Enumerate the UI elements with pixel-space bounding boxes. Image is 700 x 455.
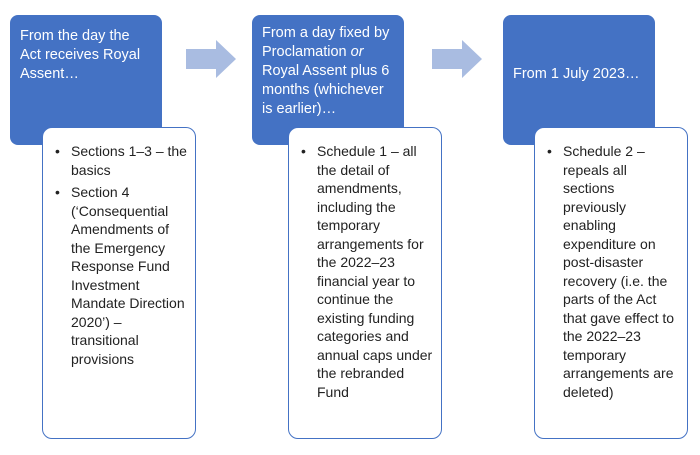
stage-3-bullet-1: Schedule 2 – repeals all sections previo…	[547, 142, 679, 401]
stage-2-panel: Schedule 1 – all the detail of amendment…	[288, 127, 442, 439]
stage-2-header-text-2: Royal Assent plus 6 months (whichever is…	[262, 63, 390, 117]
stage-1-header-text: From the day the Act receives Royal Asse…	[20, 28, 141, 82]
stage-3-panel: Schedule 2 – repeals all sections previo…	[534, 127, 688, 439]
stage-3-bullet-list: Schedule 2 – repeals all sections previo…	[547, 142, 679, 401]
stage-1-panel: Sections 1–3 – the basics Section 4 (‘Co…	[42, 127, 196, 439]
stage-1-bullet-2: Section 4 (‘Consequential Amendments of …	[55, 183, 187, 368]
stage-1-header: From the day the Act receives Royal Asse…	[10, 15, 162, 145]
stage-2-header-or: or	[350, 44, 364, 60]
stage-2-bullet-1: Schedule 1 – all the detail of amendment…	[301, 142, 433, 401]
stage-1-bullet-1: Sections 1–3 – the basics	[55, 142, 187, 179]
stage-2-bullet-list: Schedule 1 – all the detail of amendment…	[301, 142, 433, 401]
right-arrow-icon	[432, 40, 482, 78]
right-arrow-icon	[186, 40, 236, 78]
stage-2-header: From a day fixed by Proclamation or Roya…	[252, 15, 404, 145]
stage-1-bullet-list: Sections 1–3 – the basics Section 4 (‘Co…	[55, 142, 187, 368]
stage-2-header-text-1: From a day fixed by Proclamation	[262, 25, 390, 60]
stage-3-header-text: From 1 July 2023…	[513, 66, 640, 82]
stage-3-header: From 1 July 2023…	[503, 15, 655, 145]
